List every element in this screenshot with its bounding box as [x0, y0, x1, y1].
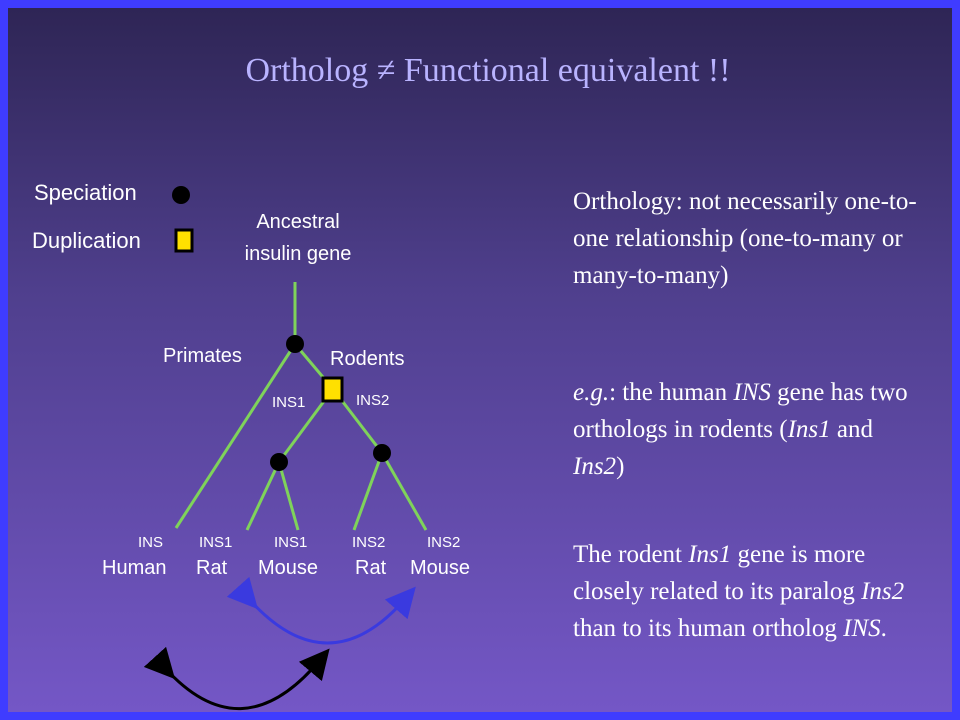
- text-span: than to its human ortholog: [573, 615, 844, 642]
- ortholog-arc: [143, 646, 330, 711]
- paralog-arc: [226, 576, 416, 645]
- gene-ins1: Ins1: [688, 541, 732, 568]
- leaf-species-rat-1: Rat: [196, 557, 228, 579]
- text-span: gene has two orthologs in rodents (: [573, 379, 908, 443]
- speciation-legend-icon: [172, 186, 190, 204]
- text-span: : the human: [609, 379, 734, 406]
- leaf-species-rat-2: Rat: [355, 557, 387, 579]
- dup-right-label: INS2: [356, 392, 390, 409]
- leaf-species-human: Human: [102, 557, 167, 579]
- gene-ins2: Ins2: [573, 453, 617, 480]
- rat-ins2-branch: [352, 452, 384, 531]
- gene-tree-diagram: [143, 186, 428, 711]
- root-label-line2: insulin gene: [244, 243, 352, 265]
- gene-ins2: Ins2: [861, 578, 905, 605]
- gene-ins: INS: [733, 379, 771, 406]
- gene-ins: INS: [843, 615, 881, 642]
- leaf-species-mouse-1: Mouse: [258, 557, 319, 579]
- duplication-node: [321, 376, 344, 403]
- speciation-node-ins1: [270, 453, 288, 471]
- root-label-line1: Ancestral: [256, 211, 340, 233]
- leaf-gene-mouse-ins2: INS2: [427, 534, 461, 551]
- leaf-gene-human: INS: [138, 534, 164, 551]
- speciation-node-root: [286, 335, 304, 353]
- text-span: .: [880, 615, 887, 642]
- legend-duplication-label: Duplication: [32, 228, 141, 253]
- duplication-legend-icon: [174, 228, 194, 253]
- paragraph-orthology: Orthology: not necessarily one-to-one re…: [573, 188, 917, 289]
- mouse-ins1-branch: [277, 461, 300, 531]
- primates-label: Primates: [163, 345, 242, 367]
- slide-title: Ortholog ≠ Functional equivalent !!: [245, 52, 731, 89]
- primates-branch: [174, 343, 297, 529]
- eg-label: e.g.: [573, 379, 610, 406]
- mouse-ins2-branch: [380, 452, 428, 531]
- legend-speciation-label: Speciation: [34, 180, 137, 205]
- leaf-gene-mouse-ins1: INS1: [274, 534, 308, 551]
- leaf-gene-rat-ins2: INS2: [352, 534, 386, 551]
- speciation-node-ins2: [373, 444, 391, 462]
- dup-left-label: INS1: [272, 394, 306, 411]
- text-span: and: [830, 416, 873, 443]
- leaf-species-mouse-2: Mouse: [410, 557, 471, 579]
- leaf-gene-rat-ins1: INS1: [199, 534, 233, 551]
- rodents-label: Rodents: [330, 348, 405, 370]
- text-span: gene is more closely related to its para…: [573, 541, 866, 605]
- paragraph-paralog: The rodent Ins1 gene is more closely rel…: [573, 536, 923, 647]
- text-span: ): [616, 453, 625, 480]
- rat-ins1-branch: [245, 461, 281, 531]
- gene-ins1: Ins1: [787, 416, 831, 443]
- paragraph-example: e.g.: the human INS gene has two ortholo…: [573, 374, 923, 485]
- text-span: The rodent: [573, 541, 689, 568]
